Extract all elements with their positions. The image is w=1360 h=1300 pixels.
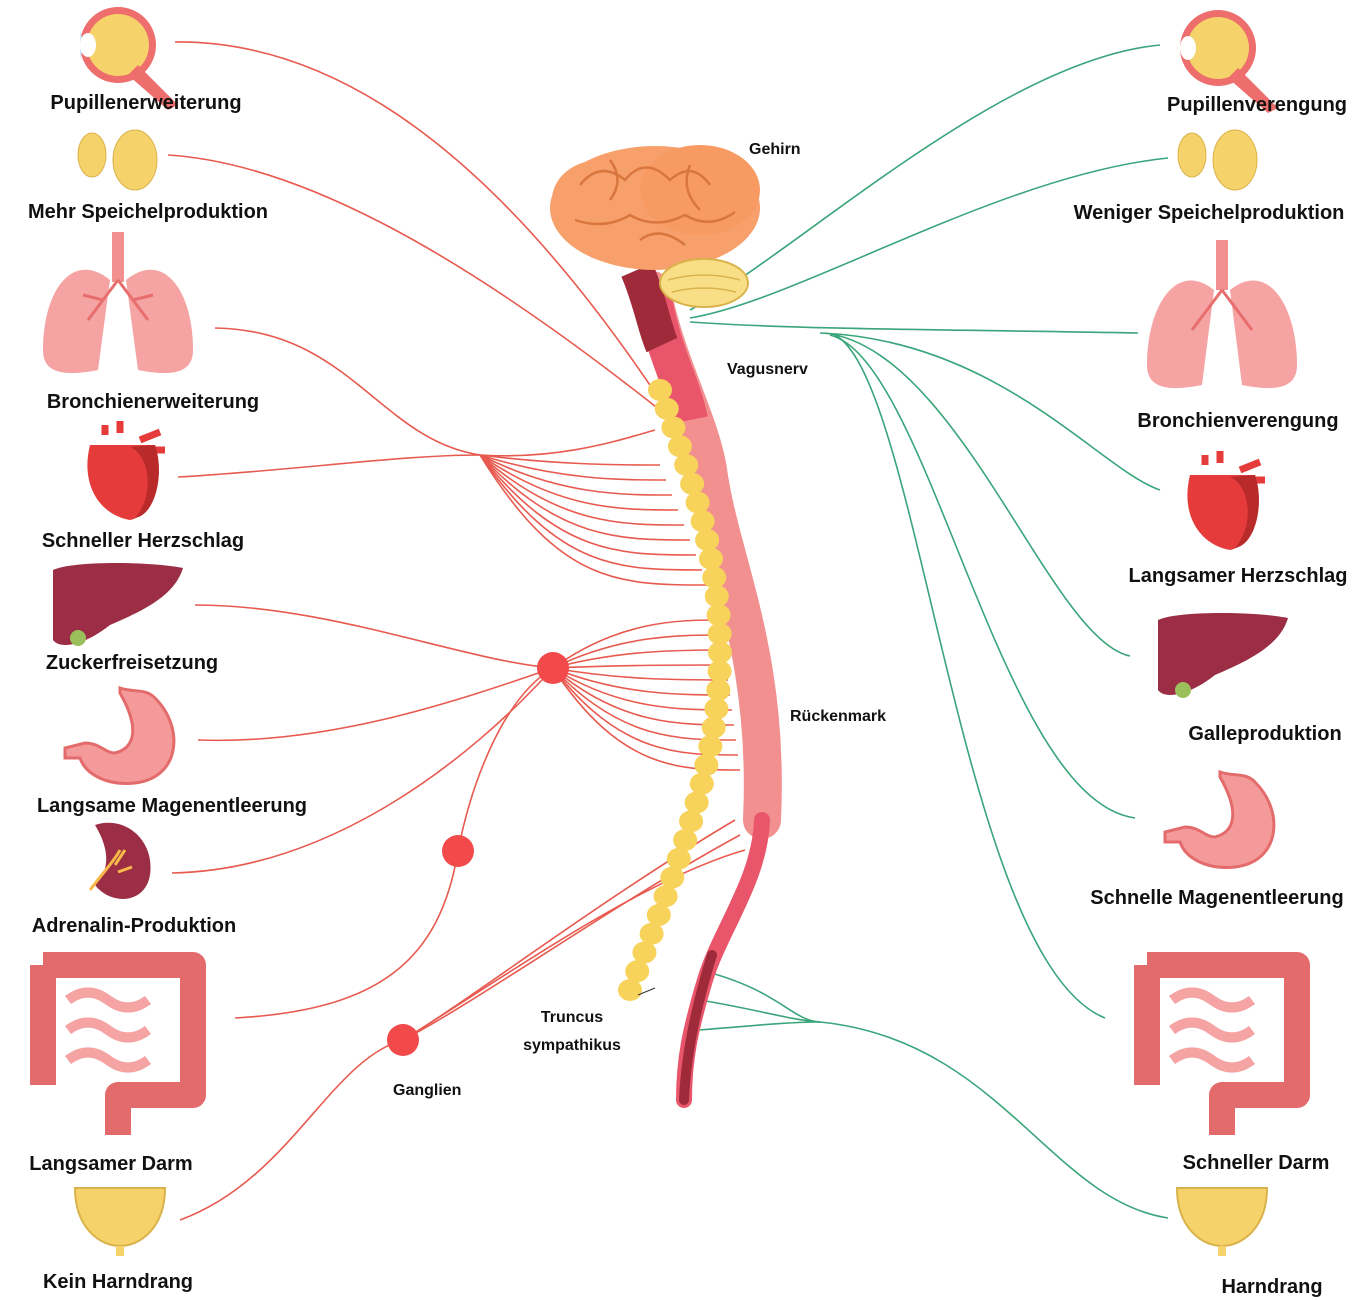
chain-bead [674,454,698,476]
salivary-gland-icon [1178,130,1257,190]
sym-effect-label: Mehr Speichelproduktion [28,201,268,224]
sym-nerve [178,455,480,477]
chain-bead [708,660,732,682]
ganglia-label: Ganglien [393,1082,461,1100]
chain-bead [707,604,731,626]
chain-bead [655,398,679,420]
lungs-icon [43,232,193,373]
chain-bead [648,379,672,401]
para-effect-label: Pupillenverengung [1167,94,1347,117]
para-effect-label: Harndrang [1221,1276,1322,1299]
bladder-icon [1177,1188,1267,1256]
sym-nerve-branch [553,668,734,725]
sym-effect-label: Langsamer Darm [29,1153,192,1176]
chain-bead [685,792,709,814]
bladder-icon [75,1188,165,1256]
liver-icon [1158,613,1288,698]
para-effect-label: Schneller Darm [1183,1152,1330,1175]
sym-effect-label: Pupillenerweiterung [50,92,241,115]
chain-bead [704,698,728,720]
sym-nerve [215,328,655,456]
chain-bead [647,904,671,926]
chain-bead [702,717,726,739]
para-nerve [700,1000,820,1022]
vagus-label: Vagusnerv [727,361,808,379]
chain-bead [694,754,718,776]
chain-bead [618,979,642,1001]
para-nerve [830,335,1135,818]
chain-bead [695,529,719,551]
chain-bead [673,829,697,851]
brain-label: Gehirn [749,141,801,159]
sym-effect-label: Langsame Magenentleerung [37,795,307,818]
sym-nerve-branch [480,455,708,585]
heart-icon [87,421,165,520]
sym-nerve [180,1040,403,1220]
para-effect-label: Galleproduktion [1188,723,1341,746]
chain-bead [680,473,704,495]
truncus-label: Truncus sympathikus [502,1004,642,1060]
ganglion-coeliacum [537,652,569,684]
chain-bead [679,810,703,832]
heart-icon [1187,451,1265,550]
chain-bead [661,417,685,439]
para-nerve [835,335,1105,1018]
para-nerve [700,970,820,1022]
para-effect-label: Bronchienverengung [1137,410,1338,433]
liver-icon [53,563,183,646]
sym-effect-label: Schneller Herzschlag [42,530,244,553]
chain-bead [705,585,729,607]
chain-bead [632,942,656,964]
para-nerve [820,1022,1168,1218]
para-nerve [690,158,1168,318]
sym-nerve [235,668,553,1018]
sym-effect-label: Bronchienerweiterung [47,391,259,414]
chain-bead [708,642,732,664]
para-nerve [825,333,1130,656]
sym-nerve-branch [553,665,726,668]
para-nerve [690,45,1160,310]
lungs-icon [1147,240,1297,388]
sym-nerve-branch [480,455,690,540]
chain-bead [708,623,732,645]
sym-nerve-branch [480,455,702,570]
chain-bead [702,567,726,589]
chain-bead [690,773,714,795]
sym-nerve-branch [553,668,728,680]
chain-bead [667,848,691,870]
chain-bead [654,885,678,907]
intestine-icon [43,965,193,1135]
para-nerve [820,333,1160,490]
sym-effect-label: Kein Harndrang [43,1271,193,1294]
ganglion-pelvic [387,1024,419,1056]
sym-nerve [172,668,553,873]
stomach-icon [65,688,174,783]
chain-bead [660,867,684,889]
sym-nerve-branch [553,620,720,668]
kidney-icon [90,823,151,899]
chain-bead [706,679,730,701]
para-effect-label: Weniger Speichelproduktion [1074,202,1345,225]
chain-bead [699,548,723,570]
sym-effect-label: Adrenalin-Produktion [32,915,236,938]
para-effect-label: Schnelle Magenentleerung [1090,887,1343,910]
chain-bead [698,735,722,757]
stomach-icon [1165,772,1274,867]
para-nerve [700,1022,820,1030]
para-effect-label: Langsamer Herzschlag [1129,565,1348,588]
para-nerve [690,322,1138,333]
sym-effect-label: Zuckerfreisetzung [46,652,218,675]
intestine-icon [1147,965,1297,1135]
chain-bead [625,960,649,982]
salivary-gland-icon [78,130,157,190]
chain-bead [640,923,664,945]
chain-bead [686,492,710,514]
sym-nerve [195,605,553,668]
ganglion-mesenteric [442,835,474,867]
chain-bead [691,510,715,532]
chain-bead [668,435,692,457]
spinal-cord-label: Rückenmark [790,708,886,726]
